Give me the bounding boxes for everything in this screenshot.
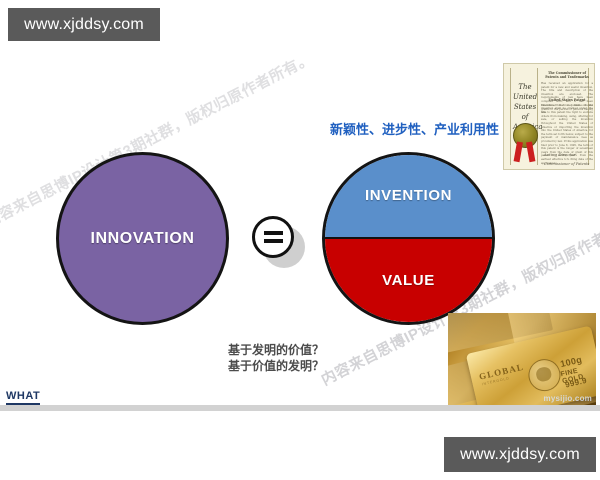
certificate-ribbon-left bbox=[513, 141, 523, 163]
certificate-rule-right bbox=[588, 68, 589, 165]
value-label: VALUE bbox=[382, 271, 435, 289]
value-half: VALUE bbox=[325, 238, 492, 322]
certificate-subheading: United States Patent bbox=[548, 98, 586, 102]
question-line-2: 基于价值的发明？ bbox=[228, 359, 325, 373]
equals-bar-upper bbox=[263, 231, 283, 235]
certificate-body-text: Has received an application for a patent… bbox=[541, 82, 593, 114]
patent-criteria-headline: 新颖性、进步性、产业利用性 bbox=[330, 123, 500, 138]
gold-bars-image: GLOBAL INTERGOLD 100g FINE GOLD 999.9 my… bbox=[448, 313, 596, 405]
invention-label: INVENTION bbox=[364, 187, 453, 205]
slide-bottom-divider bbox=[0, 405, 600, 411]
globe-icon bbox=[525, 355, 564, 395]
question-line-1: 基于发明的价值？ bbox=[228, 343, 325, 357]
equals-bar-lower bbox=[263, 239, 283, 243]
patent-certificate-image: The United States of America The Commiss… bbox=[503, 63, 595, 170]
certificate-body-text-2: Therefore this United States Patent gran… bbox=[541, 104, 593, 165]
slide-canvas: 内容来自思博IP设计第3期社群，版权归原作者所有。 内容来自思博IP设计第3期社… bbox=[0, 0, 600, 405]
invention-half: INVENTION bbox=[325, 155, 492, 239]
site-url-badge-top: www.xjddsy.com bbox=[8, 8, 160, 41]
slide-section-label: WHAT bbox=[6, 390, 41, 405]
certificate-rule-middle bbox=[537, 68, 538, 165]
innovation-label: INNOVATION bbox=[90, 229, 195, 247]
invention-value-circle: INVENTION VALUE bbox=[322, 152, 495, 325]
certificate-heading: The Commissioner of Patents and Trademar… bbox=[545, 71, 589, 80]
photo-credit-watermark: mysijio.com bbox=[543, 394, 592, 403]
certificate-signature-2: Commissioner of Patents bbox=[544, 162, 590, 166]
innovation-circle: INNOVATION bbox=[56, 152, 229, 325]
site-url-badge-bottom: www.xjddsy.com bbox=[444, 437, 596, 472]
equals-sign-icon bbox=[252, 216, 294, 258]
certificate-rule-left bbox=[510, 68, 511, 165]
question-block: 基于发明的价值？ 基于价值的发明？ bbox=[228, 342, 324, 374]
certificate-signature: Acting Director bbox=[544, 152, 576, 157]
